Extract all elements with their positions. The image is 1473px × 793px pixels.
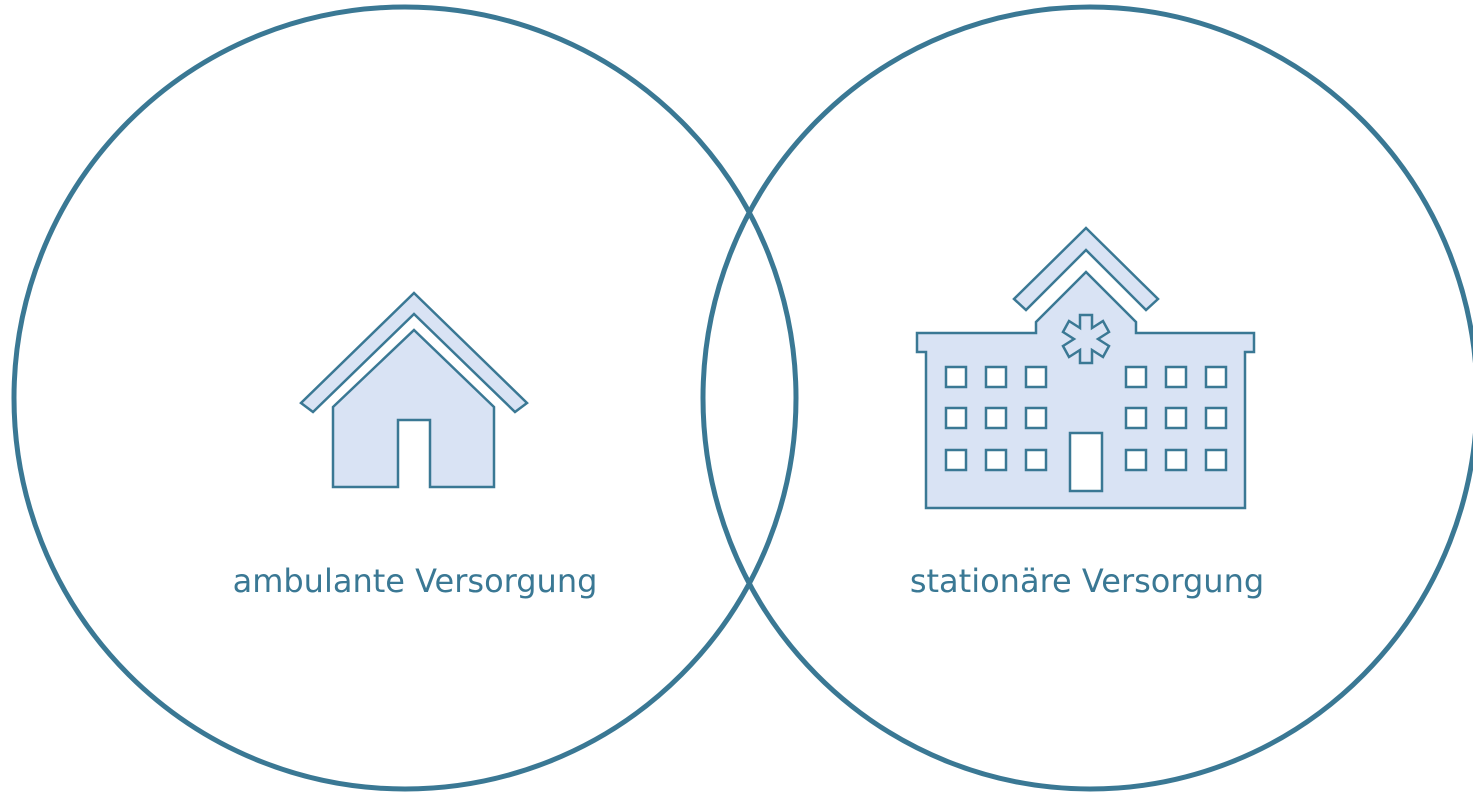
hospital-icon [915, 226, 1256, 510]
house-roof [299, 291, 529, 414]
house-body [331, 328, 496, 489]
hospital-windows-left [944, 365, 1048, 472]
hospital-door [1068, 431, 1104, 493]
house-icon [299, 291, 529, 489]
hospital-windows-right [1124, 365, 1228, 472]
right-circle-label: stationäre Versorgung [910, 562, 1264, 600]
left-circle-label: ambulante Versorgung [233, 562, 598, 600]
medical-star-icon [1061, 313, 1111, 365]
hospital-roof [1012, 226, 1160, 312]
left-circle [11, 4, 799, 792]
right-circle [700, 4, 1473, 792]
